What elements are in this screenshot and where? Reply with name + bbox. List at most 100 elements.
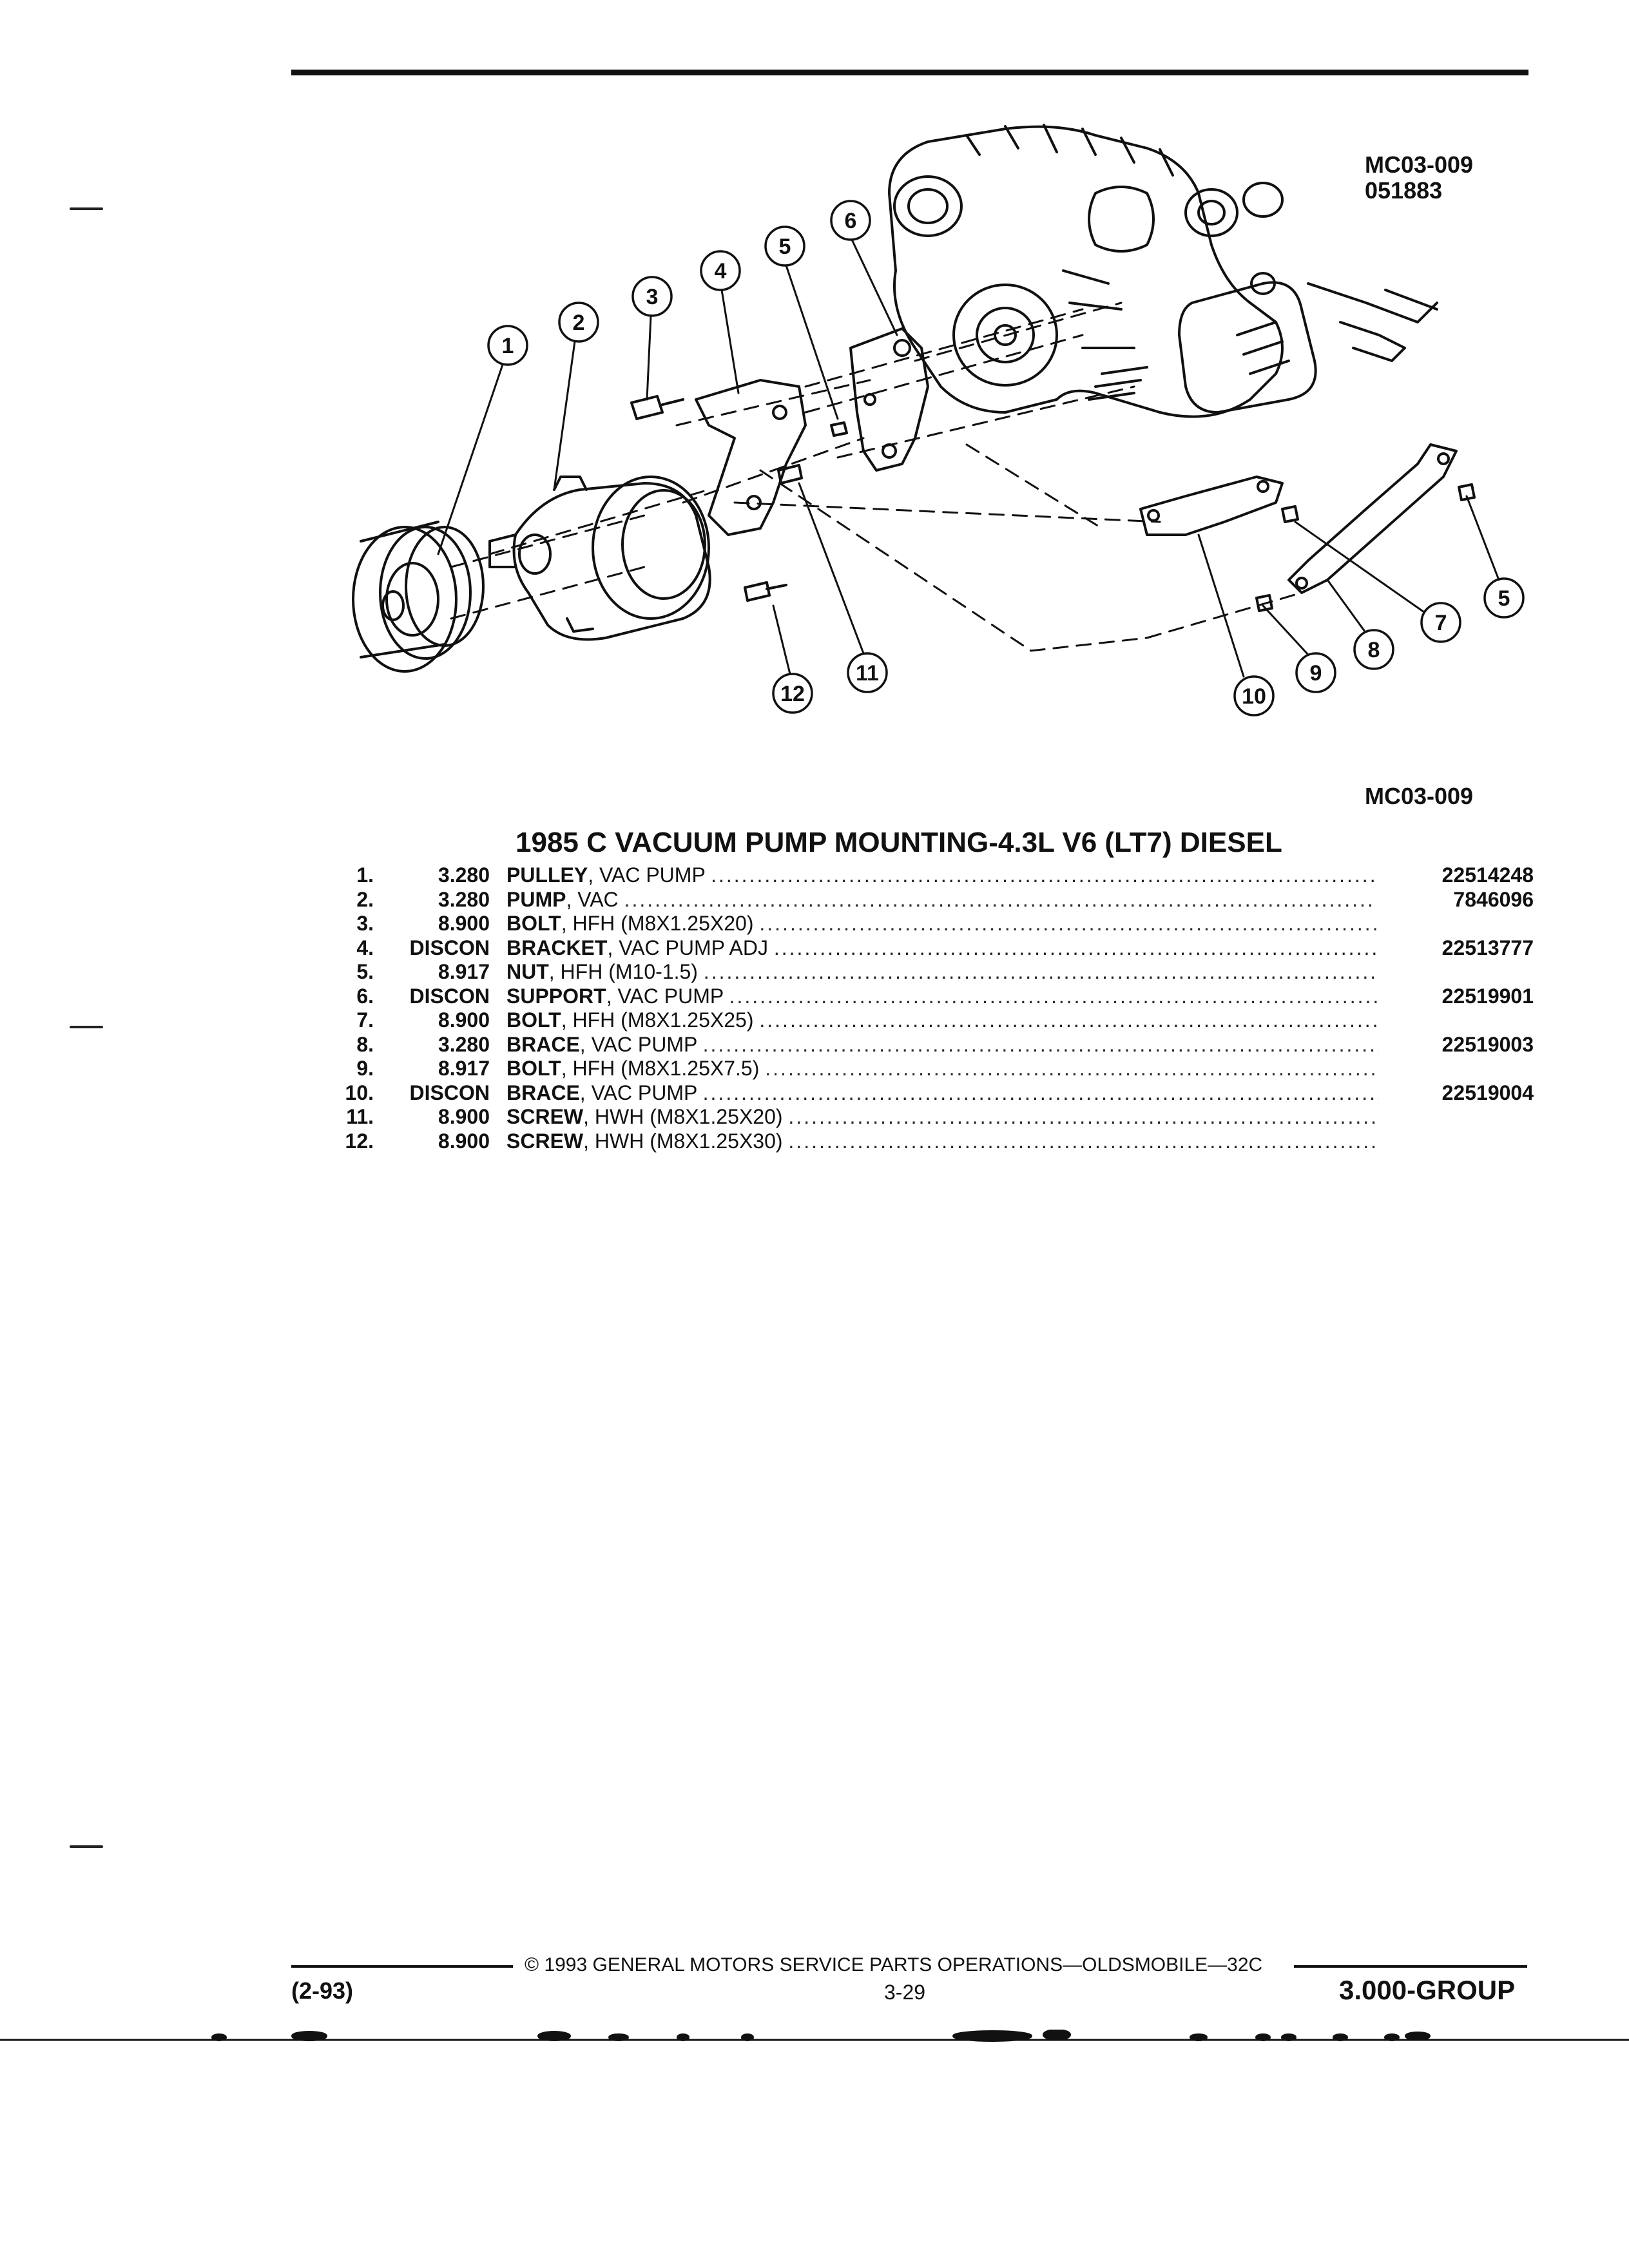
figure-caption-code: MC03-009: [1365, 783, 1474, 809]
item-number: 8.: [356, 1032, 374, 1056]
callout-9: 9: [1310, 661, 1322, 686]
part-description: BRACKET, VAC PUMP ADJ ..................…: [506, 936, 1379, 959]
part-row: 7. 8.900 BOLT, HFH (M8X1.25X25) ........…: [322, 1008, 1534, 1033]
part-spec: , HFH (M10-1.5): [548, 960, 698, 983]
footer-copyright: © 1993 GENERAL MOTORS SERVICE PARTS OPER…: [525, 1954, 1263, 1975]
group-code: 3.280: [438, 1032, 490, 1056]
item-number: 12.: [345, 1129, 374, 1153]
callout-3: 3: [646, 285, 659, 309]
vac-pump-body: [488, 476, 711, 641]
margin-mark: [70, 207, 103, 210]
part-spec: , VAC PUMP: [606, 984, 724, 1008]
part-row: 12. 8.900 SCREW, HWH (M8X1.25X30) ......…: [322, 1129, 1534, 1154]
item-number: 9.: [356, 1057, 374, 1080]
callout-5: 5: [779, 235, 791, 259]
part-description: SCREW, HWH (M8X1.25X20) ................…: [506, 1105, 1379, 1128]
page-number: 3-29: [884, 1981, 926, 2004]
callout-5b: 5: [1498, 586, 1510, 611]
brace-8: [1287, 443, 1458, 594]
group-code: 8.900: [438, 1129, 490, 1153]
item-number: 2.: [356, 887, 374, 911]
scan-edge: [0, 2030, 1629, 2042]
group-code: 8.900: [438, 1105, 490, 1128]
item-number: 6.: [356, 984, 374, 1008]
exploded-view-diagram: 1 2 3 4 5 6 11 12 10 9 8 7 5: [352, 124, 1525, 716]
part-spec: , HFH (M8X1.25X7.5): [561, 1057, 760, 1080]
part-spec: , HFH (M8X1.25X20): [561, 912, 754, 935]
part-number: 22519901: [1441, 984, 1534, 1008]
callout-4: 4: [715, 259, 727, 284]
part-name: PULLEY: [506, 863, 588, 887]
part-name: BOLT: [506, 1057, 561, 1080]
part-description: NUT, HFH (M10-1.5) .....................…: [506, 960, 1379, 983]
part-name: BOLT: [506, 1008, 561, 1032]
part-number: 22519003: [1441, 1032, 1534, 1056]
item-number: 4.: [356, 936, 374, 959]
part-name: SCREW: [506, 1129, 584, 1153]
part-row: 11. 8.900 SCREW, HWH (M8X1.25X20) ......…: [322, 1105, 1534, 1129]
part-row: 2. 3.280 PUMP, VAC .....................…: [322, 888, 1534, 912]
group-code: 8.917: [438, 960, 490, 983]
group-code: 8.900: [438, 1008, 490, 1032]
group-code: 3.280: [438, 887, 490, 911]
footer-rule-right: [1294, 1965, 1527, 1968]
top-rule: [291, 70, 1528, 75]
bracket-4: [695, 379, 807, 536]
part-spec: , VAC: [566, 887, 619, 911]
callout-11: 11: [856, 661, 879, 686]
callout-12: 12: [780, 682, 805, 706]
figure-reference: MC03-009 051883: [1365, 152, 1473, 204]
part-spec: , VAC PUMP: [579, 1032, 697, 1056]
item-number: 5.: [356, 960, 374, 983]
callout-2: 2: [573, 311, 585, 335]
group-code: DISCON: [409, 1081, 490, 1104]
leader-lines: [437, 238, 1500, 678]
group-code: 3.280: [438, 863, 490, 887]
group-code: 8.917: [438, 1057, 490, 1080]
part-description: BOLT, HFH (M8X1.25X7.5) ................…: [506, 1057, 1379, 1080]
part-number: 22519004: [1441, 1081, 1534, 1104]
part-description: SCREW, HWH (M8X1.25X30) ................…: [506, 1129, 1379, 1153]
callout-10: 10: [1242, 684, 1266, 709]
footer-date-code: (2-93): [291, 1977, 354, 2004]
part-spec: , VAC PUMP: [579, 1081, 697, 1104]
part-row: 10. DISCON BRACE, VAC PUMP .............…: [322, 1081, 1534, 1106]
part-description: BRACE, VAC PUMP ........................…: [506, 1081, 1379, 1104]
part-name: BRACKET: [506, 936, 608, 959]
part-spec: , VAC PUMP ADJ: [607, 936, 768, 959]
part-spec: , HWH (M8X1.25X20): [583, 1105, 783, 1128]
part-description: BOLT, HFH (M8X1.25X20) .................…: [506, 912, 1379, 935]
part-spec: , HFH (M8X1.25X25): [561, 1008, 754, 1032]
group-code: DISCON: [409, 984, 490, 1008]
callout-7: 7: [1435, 611, 1447, 635]
page-title: 1985 C VACUUM PUMP MOUNTING-4.3L V6 (LT7…: [516, 827, 1282, 858]
margin-mark: [70, 1026, 103, 1028]
parts-list: 1. 3.280 PULLEY, VAC PUMP ..............…: [322, 863, 1534, 1153]
part-number: 22514248: [1441, 863, 1534, 887]
item-number: 3.: [356, 912, 374, 935]
callout-8: 8: [1368, 638, 1380, 662]
fasteners: [630, 366, 1476, 612]
part-spec: , HWH (M8X1.25X30): [583, 1129, 783, 1153]
callout-circles: [487, 200, 1525, 716]
margin-mark: [70, 1845, 103, 1848]
part-row: 6. DISCON SUPPORT, VAC PUMP ............…: [322, 985, 1534, 1009]
part-spec: , VAC PUMP: [588, 863, 706, 887]
part-name: SUPPORT: [506, 984, 606, 1008]
part-row: 9. 8.917 BOLT, HFH (M8X1.25X7.5) .......…: [322, 1057, 1534, 1081]
figure-ref-code: MC03-009: [1365, 151, 1474, 178]
part-name: BRACE: [506, 1081, 580, 1104]
part-description: PULLEY, VAC PUMP .......................…: [506, 863, 1379, 887]
callout-6: 6: [845, 209, 857, 233]
part-row: 5. 8.917 NUT, HFH (M10-1.5) ............…: [322, 960, 1534, 985]
part-name: PUMP: [506, 887, 566, 911]
alternator: [1178, 272, 1438, 414]
group-code: 8.900: [438, 912, 490, 935]
assembly-lines: [450, 302, 1303, 652]
item-number: 11.: [346, 1105, 374, 1128]
part-row: 1. 3.280 PULLEY, VAC PUMP ..............…: [322, 863, 1534, 888]
engine-block: [888, 124, 1284, 418]
part-description: BRACE, VAC PUMP ........................…: [506, 1032, 1379, 1056]
callout-1: 1: [502, 334, 514, 358]
part-name: BOLT: [506, 912, 561, 935]
